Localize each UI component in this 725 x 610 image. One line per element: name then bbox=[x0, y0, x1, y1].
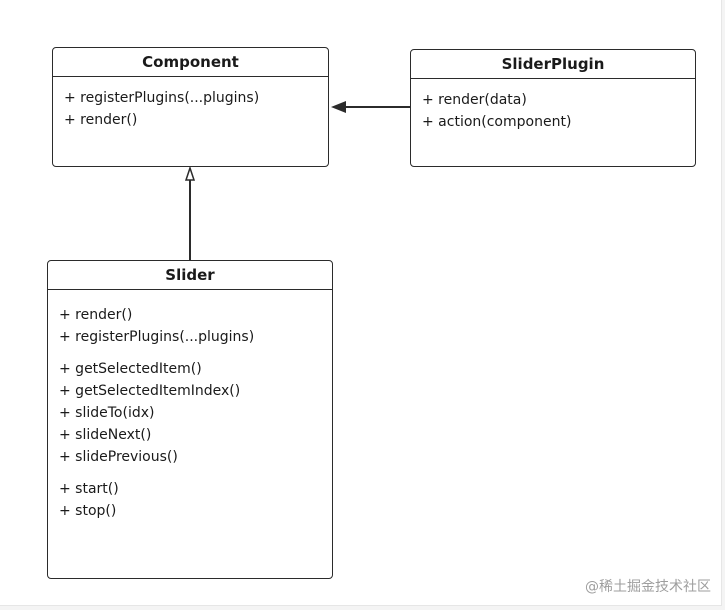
method: + render() bbox=[64, 112, 138, 128]
class-slider-methods: + render() + registerPlugins(...plugins)… bbox=[48, 290, 332, 522]
method: + slideTo(idx) bbox=[59, 405, 155, 421]
method: + slidePrevious() bbox=[59, 449, 178, 465]
method: + slideNext() bbox=[59, 427, 152, 443]
method: + stop() bbox=[59, 503, 117, 519]
method-group-gap bbox=[59, 348, 321, 358]
method: + action(component) bbox=[422, 114, 572, 130]
watermark: @稀土掘金技术社区 bbox=[585, 579, 711, 595]
method: + registerPlugins(...plugins) bbox=[64, 90, 260, 106]
class-slider-name: Slider bbox=[48, 261, 332, 290]
class-slider-plugin-name: SliderPlugin bbox=[411, 50, 695, 79]
class-component-methods: + registerPlugins(...plugins) + render() bbox=[53, 77, 328, 131]
method: + registerPlugins(...plugins) bbox=[59, 329, 255, 345]
method: + getSelectedItem() bbox=[59, 361, 202, 377]
method: + getSelectedItemIndex() bbox=[59, 383, 241, 399]
class-slider-plugin-methods: + render(data) + action(component) bbox=[411, 79, 695, 133]
class-slider-plugin: SliderPlugin + render(data) + action(com… bbox=[410, 49, 696, 167]
method: + render() bbox=[59, 307, 133, 323]
class-slider: Slider + render() + registerPlugins(...p… bbox=[47, 260, 333, 579]
association-arrowhead bbox=[331, 101, 346, 113]
method: + start() bbox=[59, 481, 119, 497]
method: + render(data) bbox=[422, 92, 527, 108]
generalization-arrowhead bbox=[184, 165, 196, 181]
method-group-gap bbox=[59, 468, 321, 478]
class-component-name: Component bbox=[53, 48, 328, 77]
class-component: Component + registerPlugins(...plugins) … bbox=[52, 47, 329, 167]
